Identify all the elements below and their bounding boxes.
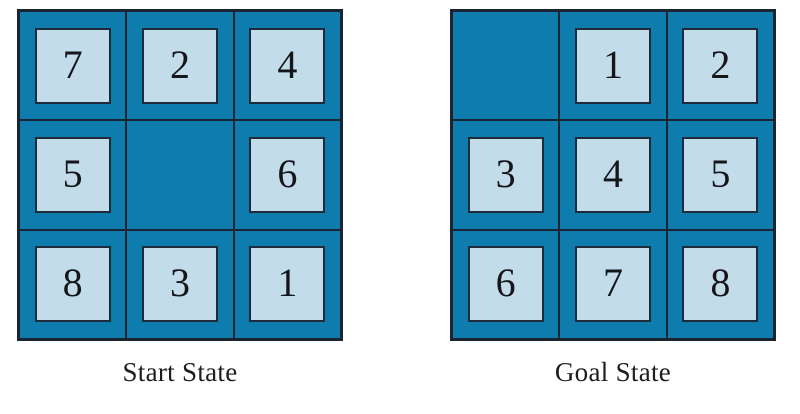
- tile-start-r0c1[interactable]: 2: [141, 27, 218, 104]
- tile-start-r1c0[interactable]: 5: [34, 136, 111, 213]
- cell-r2c0[interactable]: 6: [453, 230, 559, 338]
- puzzle-grid-goal: 1 2 3 4 5: [450, 9, 776, 341]
- tile-number: 8: [710, 260, 731, 306]
- cell-r0c1[interactable]: 1: [560, 12, 666, 120]
- tile-number: 4: [277, 41, 298, 87]
- tile-start-r0c0[interactable]: 7: [34, 27, 111, 104]
- tile-goal-r1c2[interactable]: 5: [682, 136, 759, 213]
- cell-r0c0[interactable]: 7: [20, 12, 126, 120]
- puzzle-start-state: 7 2 4 5 6: [17, 9, 343, 388]
- tile-goal-r2c0[interactable]: 6: [467, 246, 544, 323]
- tile-number: 6: [277, 150, 298, 196]
- tile-start-r2c2[interactable]: 1: [249, 246, 326, 323]
- cell-r2c2[interactable]: 1: [234, 230, 340, 338]
- puzzle-grid-start: 7 2 4 5 6: [17, 9, 343, 341]
- cell-r1c2[interactable]: 5: [667, 121, 773, 229]
- cell-r0c2[interactable]: 4: [234, 12, 340, 120]
- tile-goal-r0c1[interactable]: 1: [574, 27, 651, 104]
- tile-number: 5: [62, 150, 83, 196]
- tile-number: 7: [602, 260, 623, 306]
- cell-r0c2[interactable]: 2: [667, 12, 773, 120]
- tile-goal-r0c2[interactable]: 2: [682, 27, 759, 104]
- blank-cell-goal[interactable]: [453, 12, 559, 120]
- tile-number: 7: [62, 41, 83, 87]
- cell-r0c1[interactable]: 2: [127, 12, 233, 120]
- tile-number: 5: [710, 150, 731, 196]
- start-state-label: Start State: [122, 357, 238, 387]
- tile-goal-r1c0[interactable]: 3: [467, 136, 544, 213]
- tile-number: 1: [602, 41, 623, 87]
- tile-goal-r1c1[interactable]: 4: [574, 136, 651, 213]
- cell-r2c2[interactable]: 8: [667, 230, 773, 338]
- puzzle-goal-state: 1 2 3 4 5: [450, 9, 776, 388]
- cell-r1c0[interactable]: 3: [453, 121, 559, 229]
- tile-goal-r2c1[interactable]: 7: [574, 246, 651, 323]
- blank-cell-start[interactable]: [127, 121, 233, 229]
- cell-r2c1[interactable]: 3: [127, 230, 233, 338]
- tile-start-r1c2[interactable]: 6: [249, 136, 326, 213]
- goal-state-label: Goal State: [554, 357, 672, 387]
- tile-start-r2c1[interactable]: 3: [141, 246, 218, 323]
- tile-number: 3: [495, 150, 516, 196]
- cell-r2c0[interactable]: 8: [20, 230, 126, 338]
- tile-number: 4: [602, 150, 623, 196]
- cell-r1c1[interactable]: 4: [560, 121, 666, 229]
- cell-r1c0[interactable]: 5: [20, 121, 126, 229]
- cell-r2c1[interactable]: 7: [560, 230, 666, 338]
- tile-number: 6: [495, 260, 516, 306]
- tile-number: 1: [277, 260, 298, 306]
- tile-number: 2: [710, 41, 731, 87]
- tile-number: 8: [62, 260, 83, 306]
- tile-goal-r2c2[interactable]: 8: [682, 246, 759, 323]
- tile-number: 3: [169, 260, 190, 306]
- tile-start-r2c0[interactable]: 8: [34, 246, 111, 323]
- tile-start-r0c2[interactable]: 4: [249, 27, 326, 104]
- cell-r1c2[interactable]: 6: [234, 121, 340, 229]
- tile-number: 2: [169, 41, 190, 87]
